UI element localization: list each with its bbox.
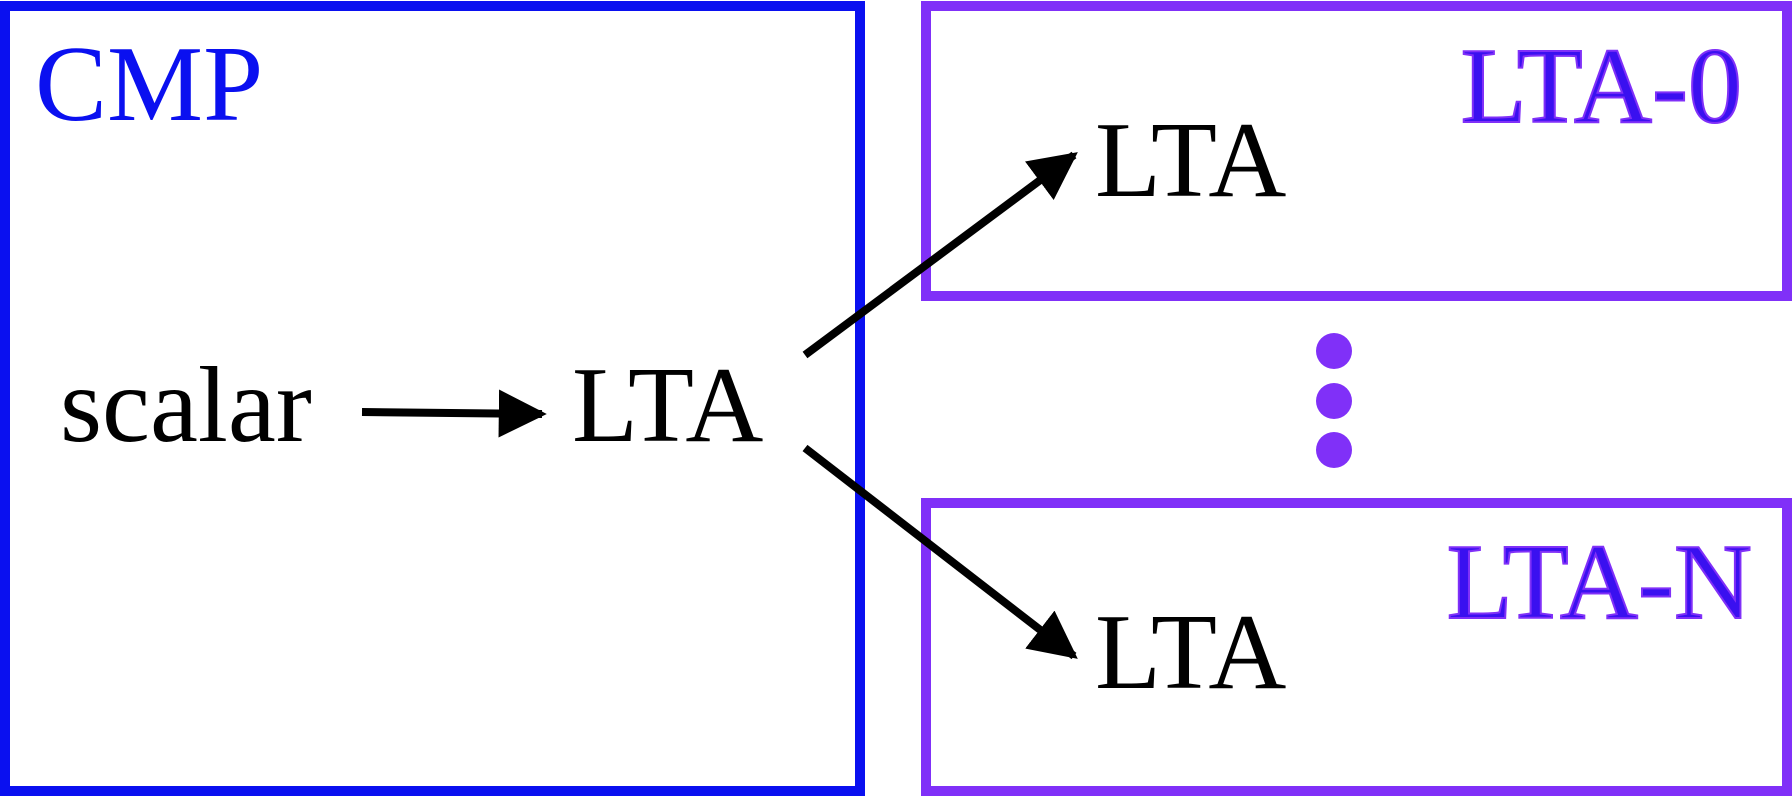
cmp-lta-label: LTA [572,346,763,465]
scalar-label: scalar [60,346,312,465]
ellipsis-dot [1316,432,1352,468]
ellipsis-dot [1316,383,1352,419]
lta-0-title: LTA-0 [1461,27,1742,146]
lta-0-inner-label: LTA [1095,101,1286,220]
lta-0-box [921,1,1792,301]
arrow-scalar-to-lta [361,389,547,438]
arrow-lta-to-lta-n [802,444,1078,660]
lta-n-inner-label: LTA [1095,593,1286,712]
lta-n-box [921,498,1792,796]
ellipsis-dot [1316,333,1352,369]
cmp-box [0,1,865,796]
arrow-lta-to-lta-0 [802,151,1078,359]
lta-n-title: LTA-N [1447,523,1752,642]
cmp-title: CMP [35,25,263,144]
